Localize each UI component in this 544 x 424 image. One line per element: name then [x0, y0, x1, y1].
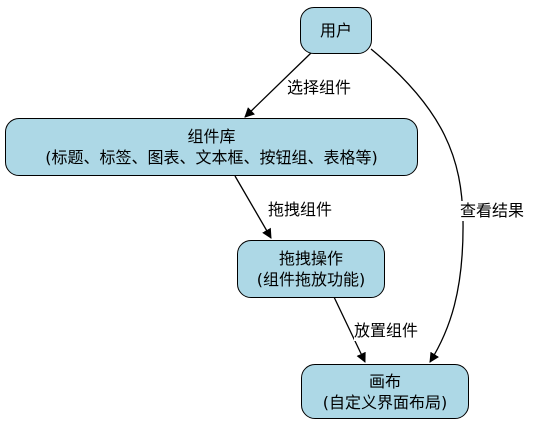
- node-drag-operation-detail: (组件拖放功能): [256, 270, 366, 289]
- node-user: 用户: [300, 7, 372, 54]
- node-drag-operation: 拖拽操作 (组件拖放功能): [237, 240, 385, 298]
- edge-label-select-component: 选择组件: [287, 78, 352, 98]
- node-canvas-detail: (自定义界面布局): [322, 392, 448, 412]
- edge-label-view-result: 查看结果: [460, 201, 525, 221]
- edge-label-drag-component: 拖拽组件: [268, 200, 333, 220]
- edge-drag-component: [234, 175, 272, 239]
- edge-select-component: [244, 52, 312, 118]
- edge-label-place-component: 放置组件: [354, 321, 419, 341]
- edge-view-result: [370, 48, 464, 363]
- edge-place-component: [333, 296, 366, 363]
- node-canvas-title: 画布: [368, 371, 401, 391]
- node-drag-operation-title: 拖拽操作: [278, 249, 343, 268]
- node-component-library: 组件库 (标题、标签、图表、文本框、按钮组、表格等): [5, 118, 418, 176]
- node-component-library-detail: (标题、标签、图表、文本框、按钮组、表格等): [45, 148, 378, 167]
- node-component-library-title: 组件库: [187, 127, 236, 146]
- node-user-label: 用户: [319, 21, 352, 40]
- node-canvas: 画布 (自定义界面布局): [301, 364, 469, 419]
